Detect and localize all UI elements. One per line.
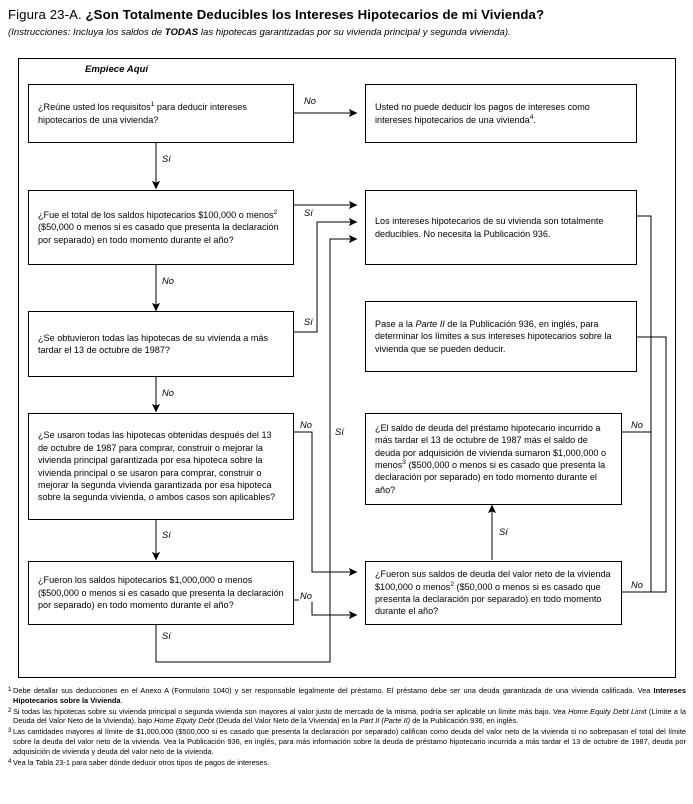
footnote-2-marker: 2 bbox=[8, 706, 12, 714]
node-result-not-deductible[interactable]: Usted no puede deducir los pagos de inte… bbox=[365, 84, 637, 143]
footnote-3-text: Las cantidades mayores al límite de $1,0… bbox=[13, 727, 686, 756]
edge-q7-no bbox=[622, 332, 667, 593]
edge-q6-si bbox=[155, 234, 358, 663]
footnote-2-text: Si todas las hipotecas sobre su vivienda… bbox=[13, 706, 686, 726]
footnote-4-marker: 4 bbox=[8, 757, 12, 765]
edge-q3-si bbox=[294, 217, 358, 333]
edge-q5-no-seg bbox=[622, 431, 652, 592]
node-result-go-to-part-2-text: Pase a la Parte II de la Publicación 936… bbox=[375, 318, 612, 354]
edge-label-q3-no: No bbox=[161, 388, 175, 399]
node-q5-text: ¿El saldo de deuda del préstamo hipoteca… bbox=[375, 422, 607, 495]
node-q2-total-balances-100k[interactable]: ¿Fue el total de los saldos hipotecarios… bbox=[28, 190, 294, 265]
footnote-1-marker: 1 bbox=[8, 686, 12, 693]
figure-number: Figura 23-A. bbox=[8, 7, 82, 22]
node-q6-mortgage-balances-1m[interactable]: ¿Fueron los saldos hipotecarios $1,000,0… bbox=[28, 561, 294, 625]
footnote-3-marker: 3 bbox=[8, 727, 12, 735]
page-title: Figura 23-A. ¿Son Totalmente Deducibles … bbox=[8, 7, 544, 22]
edge-label-q2-si: Sí bbox=[303, 208, 314, 219]
edge-label-q3-si: Sí bbox=[303, 317, 314, 328]
node-q1-text: ¿Reúne usted los requisitos1 para deduci… bbox=[38, 101, 247, 125]
node-result-go-to-part-2[interactable]: Pase a la Parte II de la Publicación 936… bbox=[365, 301, 637, 372]
node-q1-requirements[interactable]: ¿Reúne usted los requisitos1 para deduci… bbox=[28, 84, 294, 143]
footnote-1-text: Debe detallar sus deducciones en el Anex… bbox=[13, 686, 686, 705]
edge-label-q1-si: Sí bbox=[161, 154, 172, 165]
node-q7-home-equity-debt-100k[interactable]: ¿Fueron sus saldos de deuda del valor ne… bbox=[365, 561, 622, 625]
node-q7-text: ¿Fueron sus saldos de deuda del valor ne… bbox=[375, 569, 611, 617]
edge-q5-no-to-fully bbox=[628, 211, 652, 592]
edge-q4-no bbox=[294, 431, 358, 577]
node-result-fully-deductible-text: Los intereses hipotecarios de su viviend… bbox=[375, 216, 604, 239]
edge-label-q5-no: No bbox=[630, 420, 644, 431]
node-result-fully-deductible[interactable]: Los intereses hipotecarios de su viviend… bbox=[365, 190, 637, 265]
node-q3-text: ¿Se obtuvieron todas las hipotecas de su… bbox=[38, 332, 269, 355]
node-q4-text: ¿Se usaron todas las hipotecas obtenidas… bbox=[38, 430, 276, 503]
edge-label-q6-no: No bbox=[299, 591, 313, 602]
figure-title-text: ¿Son Totalmente Deducibles los Intereses… bbox=[85, 7, 545, 22]
edge-label-q7-no: No bbox=[630, 580, 644, 591]
edge-label-q2-no: No bbox=[161, 276, 175, 287]
edge-label-q4-si: Sí bbox=[161, 530, 172, 541]
edge-label-q1-no: No bbox=[303, 96, 317, 107]
edge-q6-no bbox=[294, 599, 358, 620]
footnote-4-text: Vea la Tabla 23-1 para saber dónde deduc… bbox=[13, 757, 270, 767]
edge-label-q5-si-in: Sí bbox=[334, 427, 345, 438]
instructions-emphasis: TODAS bbox=[164, 27, 199, 38]
node-result-not-deductible-text: Usted no puede deducir los pagos de inte… bbox=[375, 102, 590, 125]
edge-label-q6-si: Sí bbox=[161, 631, 172, 642]
node-q2-text: ¿Fue el total de los saldos hipotecarios… bbox=[38, 208, 279, 245]
node-q5-grandfathered-plus-acquisition-1m[interactable]: ¿El saldo de deuda del préstamo hipoteca… bbox=[365, 413, 622, 505]
figure-instructions: (Instrucciones: Incluya los saldos de TO… bbox=[8, 27, 511, 38]
node-q6-text: ¿Fueron los saldos hipotecarios $1,000,0… bbox=[38, 575, 284, 611]
start-here-label: Empiece Aquí bbox=[85, 64, 149, 75]
edge-label-q7-si: Sí bbox=[498, 527, 509, 538]
node-q3-mortgages-before-1987[interactable]: ¿Se obtuvieron todas las hipotecas de su… bbox=[28, 311, 294, 377]
node-q4-mortgages-after-1987-use[interactable]: ¿Se usaron todas las hipotecas obtenidas… bbox=[28, 413, 294, 520]
instructions-suffix: las hipotecas garantizadas por su vivien… bbox=[198, 27, 511, 38]
instructions-prefix: (Instrucciones: Incluya los saldos de bbox=[8, 27, 165, 38]
edge-label-q4-no: No bbox=[299, 420, 313, 431]
